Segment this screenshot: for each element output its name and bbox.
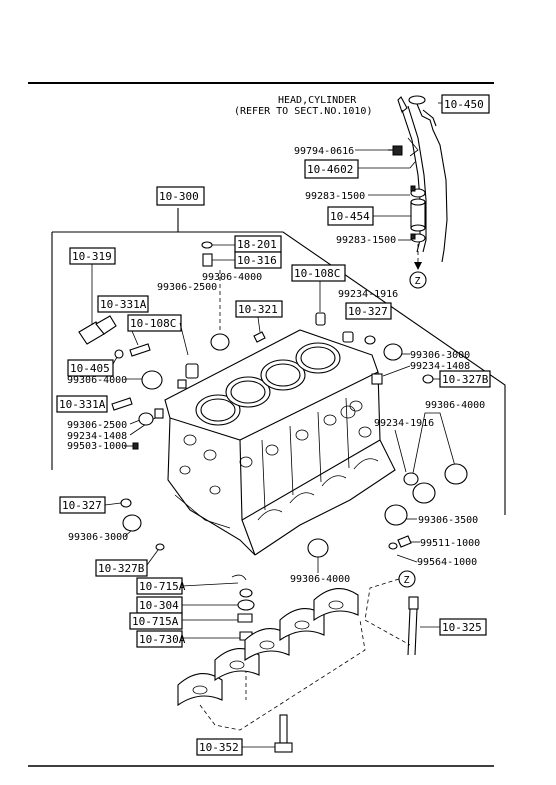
callout-10-352: 10-352	[199, 741, 239, 754]
hose-clamp-99283-1500-lower	[410, 233, 426, 243]
callout-10-715a-1: 10-715A	[139, 580, 186, 593]
part-99503-1000: 99503-1000	[67, 441, 127, 452]
part-99306-4000-top: 99306-4000	[202, 272, 262, 283]
part-99306-2500-left: 99306-2500	[67, 420, 127, 431]
callout-10-321: 10-321	[238, 303, 278, 316]
bolt-99794-0616	[388, 145, 403, 156]
callout-10-331a-1: 10-331A	[100, 298, 147, 311]
head-cylinder-ref-text: (REFER TO SECT.NO.1010)	[234, 106, 372, 117]
part-99306-2500-top: 99306-2500	[157, 282, 217, 293]
part-99283-1500-upper: 99283-1500	[305, 191, 365, 202]
part-99306-3000-right: 99306-3000	[410, 350, 470, 361]
part-99234-1916-mid: 99234-1916	[374, 418, 434, 429]
callout-10-730a: 10-730A	[139, 633, 186, 646]
callout-10-108c-left: 10-108C	[130, 317, 176, 330]
callout-10-327-top: 10-327	[348, 305, 388, 318]
main-bearing-bolt	[274, 714, 293, 753]
callout-10-108c-top: 10-108C	[294, 267, 340, 280]
part-99306-3500: 99306-3500	[418, 515, 478, 526]
hose-clamp-99283-1500-upper	[410, 185, 426, 198]
oil-jet-tube	[407, 596, 419, 656]
part-99234-1408-right: 99234-1408	[410, 361, 470, 372]
oil-dipstick	[408, 95, 448, 263]
part-99234-1408-left: 99234-1408	[67, 431, 127, 442]
head-cylinder-text: HEAD,CYLINDER	[278, 95, 357, 106]
z-marker-top: Z	[415, 276, 421, 287]
part-99564-1000: 99564-1000	[417, 557, 477, 568]
callout-10-319: 10-319	[72, 250, 112, 263]
callout-10-4602: 10-4602	[307, 163, 353, 176]
cylinder-block-frame	[52, 231, 506, 515]
part-99234-1916-top: 99234-1916	[338, 289, 398, 300]
hose-10-454	[410, 198, 426, 232]
z-marker-top-circle	[409, 271, 427, 289]
callout-18-201: 18-201	[237, 238, 277, 251]
part-99306-4000-left: 99306-4000	[67, 375, 127, 386]
part-99306-4000-bottom: 99306-4000	[290, 574, 350, 585]
callout-10-405: 10-405	[70, 362, 110, 375]
z-marker-mid: Z	[404, 575, 410, 586]
callout-10-300: 10-300	[159, 190, 199, 203]
main-bearing-caps	[177, 588, 359, 707]
callout-10-450: 10-450	[444, 98, 484, 111]
part-99283-1500-lower: 99283-1500	[336, 235, 396, 246]
callout-10-331a-2: 10-331A	[59, 398, 106, 411]
callout-10-327b-left: 10-327B	[98, 562, 145, 575]
callout-10-304: 10-304	[139, 599, 179, 612]
callout-10-316: 10-316	[237, 254, 277, 267]
part-99794-0616: 99794-0616	[294, 146, 354, 157]
callout-10-327-left: 10-327	[62, 499, 102, 512]
callout-10-454: 10-454	[330, 210, 370, 223]
oil-pressure-switch	[78, 315, 117, 345]
part-99511-1000: 99511-1000	[420, 538, 480, 549]
cylinder-block	[164, 329, 396, 556]
part-99306-3000-left: 99306-3000	[68, 532, 128, 543]
part-99306-4000-right: 99306-4000	[425, 400, 485, 411]
callout-10-715a-2: 10-715A	[132, 615, 179, 628]
callout-10-325: 10-325	[442, 621, 482, 634]
callout-10-327b-right: 10-327B	[442, 373, 489, 386]
